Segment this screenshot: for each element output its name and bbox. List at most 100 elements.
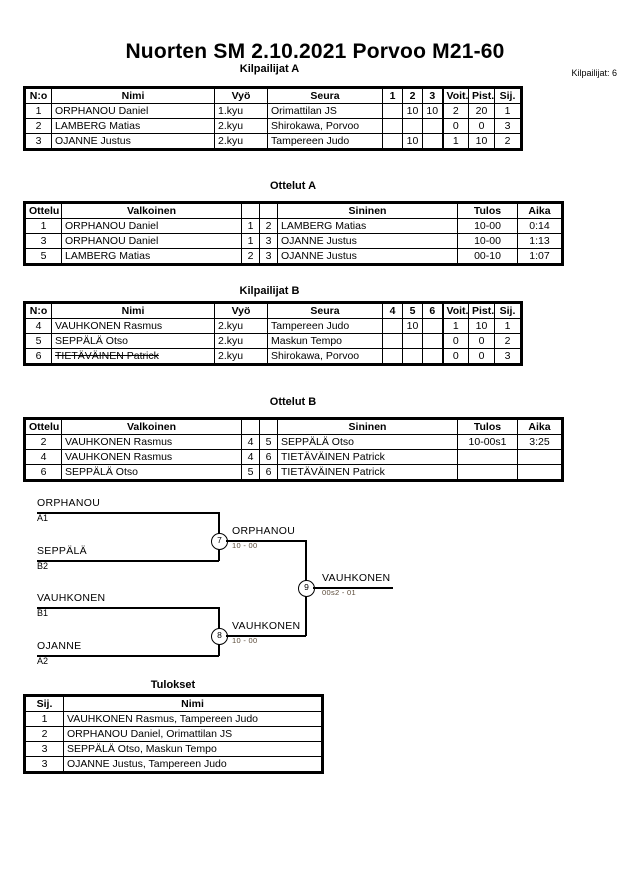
col-points: Pist. bbox=[468, 88, 495, 104]
table-header-row: Ottelu Valkoinen Sininen Tulos Aika bbox=[25, 419, 562, 435]
cell-blue: TIETÄVÄINEN Patrick bbox=[277, 464, 458, 480]
cell-m1 bbox=[382, 133, 403, 149]
cell-m3: 10 bbox=[422, 103, 443, 119]
entrants-count: Kilpailijat: 6 bbox=[571, 68, 617, 78]
cell-white: SEPPÄLÄ Otso bbox=[61, 464, 242, 480]
col-time: Aika bbox=[517, 419, 562, 435]
cell-rank: 3 bbox=[25, 741, 64, 757]
cell-m5 bbox=[402, 333, 423, 349]
cell-m1 bbox=[382, 118, 403, 134]
bracket-line-sf1-out bbox=[226, 540, 306, 542]
cell-match-no: 6 bbox=[25, 464, 62, 480]
bracket-sf1-winner: ORPHANOU bbox=[232, 525, 296, 537]
col-points: Pist. bbox=[468, 303, 495, 319]
table-row: 5 SEPPÄLÄ Otso 2.kyu Maskun Tempo 0 0 2 bbox=[25, 333, 521, 349]
col-blue-no bbox=[259, 419, 278, 435]
cell-club: Tampereen Judo bbox=[267, 133, 383, 149]
results-table: Sij. Nimi 1 VAUHKONEN Rasmus, Tampereen … bbox=[23, 694, 324, 774]
col-m4: 4 bbox=[382, 303, 403, 319]
col-blue: Sininen bbox=[277, 419, 458, 435]
table-row: 3 ORPHANOU Daniel 1 3 OJANNE Justus 10-0… bbox=[25, 233, 562, 249]
table-row: 1 VAUHKONEN Rasmus, Tampereen Judo bbox=[25, 711, 322, 727]
cell-blue: SEPPÄLÄ Otso bbox=[277, 434, 458, 450]
cell-name: ORPHANOU Daniel bbox=[51, 103, 215, 119]
col-match-no: Ottelu bbox=[25, 419, 62, 435]
cell-m4 bbox=[382, 348, 403, 364]
cell-club: Shirokawa, Porvoo bbox=[267, 348, 383, 364]
cell-m4 bbox=[382, 333, 403, 349]
bracket-line-entry-4 bbox=[37, 655, 219, 657]
cell-match-no: 3 bbox=[25, 233, 62, 249]
cell-white: VAUHKONEN Rasmus bbox=[61, 449, 242, 465]
cell-wins: 2 bbox=[441, 103, 469, 119]
matches-a-table: Ottelu Valkoinen Sininen Tulos Aika 1 OR… bbox=[23, 201, 564, 266]
table-row: 3 SEPPÄLÄ Otso, Maskun Tempo bbox=[25, 741, 322, 757]
cell-name: OJANNE Justus, Tampereen Judo bbox=[63, 756, 322, 772]
cell-rank: 2 bbox=[25, 726, 64, 742]
cell-white: VAUHKONEN Rasmus bbox=[61, 434, 242, 450]
table-header-row: Ottelu Valkoinen Sininen Tulos Aika bbox=[25, 203, 562, 219]
bracket-entry-seed-3: B1 bbox=[37, 608, 49, 618]
cell-club: Orimattilan JS bbox=[267, 103, 383, 119]
cell-match-no: 4 bbox=[25, 449, 62, 465]
col-rank: Sij. bbox=[494, 303, 521, 319]
cell-m4 bbox=[382, 318, 403, 334]
table-row: 3 OJANNE Justus, Tampereen Judo bbox=[25, 756, 322, 772]
cell-result bbox=[457, 464, 518, 480]
cell-blue: OJANNE Justus bbox=[277, 233, 458, 249]
bracket-entry-seed-1: A1 bbox=[37, 513, 49, 523]
col-rank: Sij. bbox=[494, 88, 521, 104]
cell-m2: 10 bbox=[402, 133, 423, 149]
cell-time: 0:14 bbox=[517, 218, 562, 234]
cell-belt: 2.kyu bbox=[214, 118, 268, 134]
cell-wins: 1 bbox=[441, 133, 469, 149]
col-name: Nimi bbox=[51, 88, 215, 104]
col-m1: 1 bbox=[382, 88, 403, 104]
col-rank: Sij. bbox=[25, 696, 64, 712]
cell-name: OJANNE Justus bbox=[51, 133, 215, 149]
cell-white-no: 4 bbox=[241, 449, 260, 465]
cell-white-no: 1 bbox=[241, 233, 260, 249]
bracket-line-entry-3 bbox=[37, 607, 219, 609]
cell-m6 bbox=[422, 318, 443, 334]
col-blue: Sininen bbox=[277, 203, 458, 219]
col-match-no: Ottelu bbox=[25, 203, 62, 219]
cell-blue-no: 5 bbox=[259, 434, 278, 450]
cell-time bbox=[517, 449, 562, 465]
cell-wins: 0 bbox=[441, 348, 469, 364]
cell-time: 3:25 bbox=[517, 434, 562, 450]
cell-name: VAUHKONEN Rasmus, Tampereen Judo bbox=[63, 711, 322, 727]
cell-club: Shirokawa, Porvoo bbox=[267, 118, 383, 134]
cell-name: SEPPÄLÄ Otso, Maskun Tempo bbox=[63, 741, 322, 757]
cell-result: 10-00 bbox=[457, 218, 518, 234]
section-caption-results: Tulokset bbox=[150, 679, 196, 691]
cell-blue-no: 6 bbox=[259, 449, 278, 465]
cell-rank: 1 bbox=[494, 318, 521, 334]
pool-b-table: N:o Nimi Vyö Seura 4 5 6 Voit. Pist. Sij… bbox=[23, 301, 523, 366]
cell-white: ORPHANOU Daniel bbox=[61, 218, 242, 234]
table-row: 2 VAUHKONEN Rasmus 4 5 SEPPÄLÄ Otso 10-0… bbox=[25, 434, 562, 450]
bracket-sf2-winner: VAUHKONEN bbox=[232, 620, 301, 632]
cell-rank: 3 bbox=[25, 756, 64, 772]
cell-white-no: 2 bbox=[241, 248, 260, 264]
col-white-no bbox=[241, 419, 260, 435]
col-white: Valkoinen bbox=[61, 419, 242, 435]
cell-rank: 1 bbox=[494, 103, 521, 119]
col-belt: Vyö bbox=[214, 88, 268, 104]
cell-no: 6 bbox=[25, 348, 52, 364]
cell-points: 10 bbox=[468, 318, 495, 334]
col-white-no bbox=[241, 203, 260, 219]
page-title: Nuorten SM 2.10.2021 Porvoo M21-60 bbox=[125, 40, 505, 63]
table-row: 1 ORPHANOU Daniel 1 2 LAMBERG Matias 10-… bbox=[25, 218, 562, 234]
bracket-match-number-9: 9 bbox=[298, 580, 315, 597]
col-no: N:o bbox=[25, 88, 52, 104]
col-result: Tulos bbox=[457, 203, 518, 219]
cell-time bbox=[517, 464, 562, 480]
bracket-entry-seed-4: A2 bbox=[37, 656, 49, 666]
cell-white: LAMBERG Matias bbox=[61, 248, 242, 264]
cell-belt: 1.kyu bbox=[214, 103, 268, 119]
cell-blue: TIETÄVÄINEN Patrick bbox=[277, 449, 458, 465]
cell-no: 2 bbox=[25, 118, 52, 134]
cell-m2 bbox=[402, 118, 423, 134]
section-caption-matches-a: Ottelut A bbox=[269, 180, 317, 192]
